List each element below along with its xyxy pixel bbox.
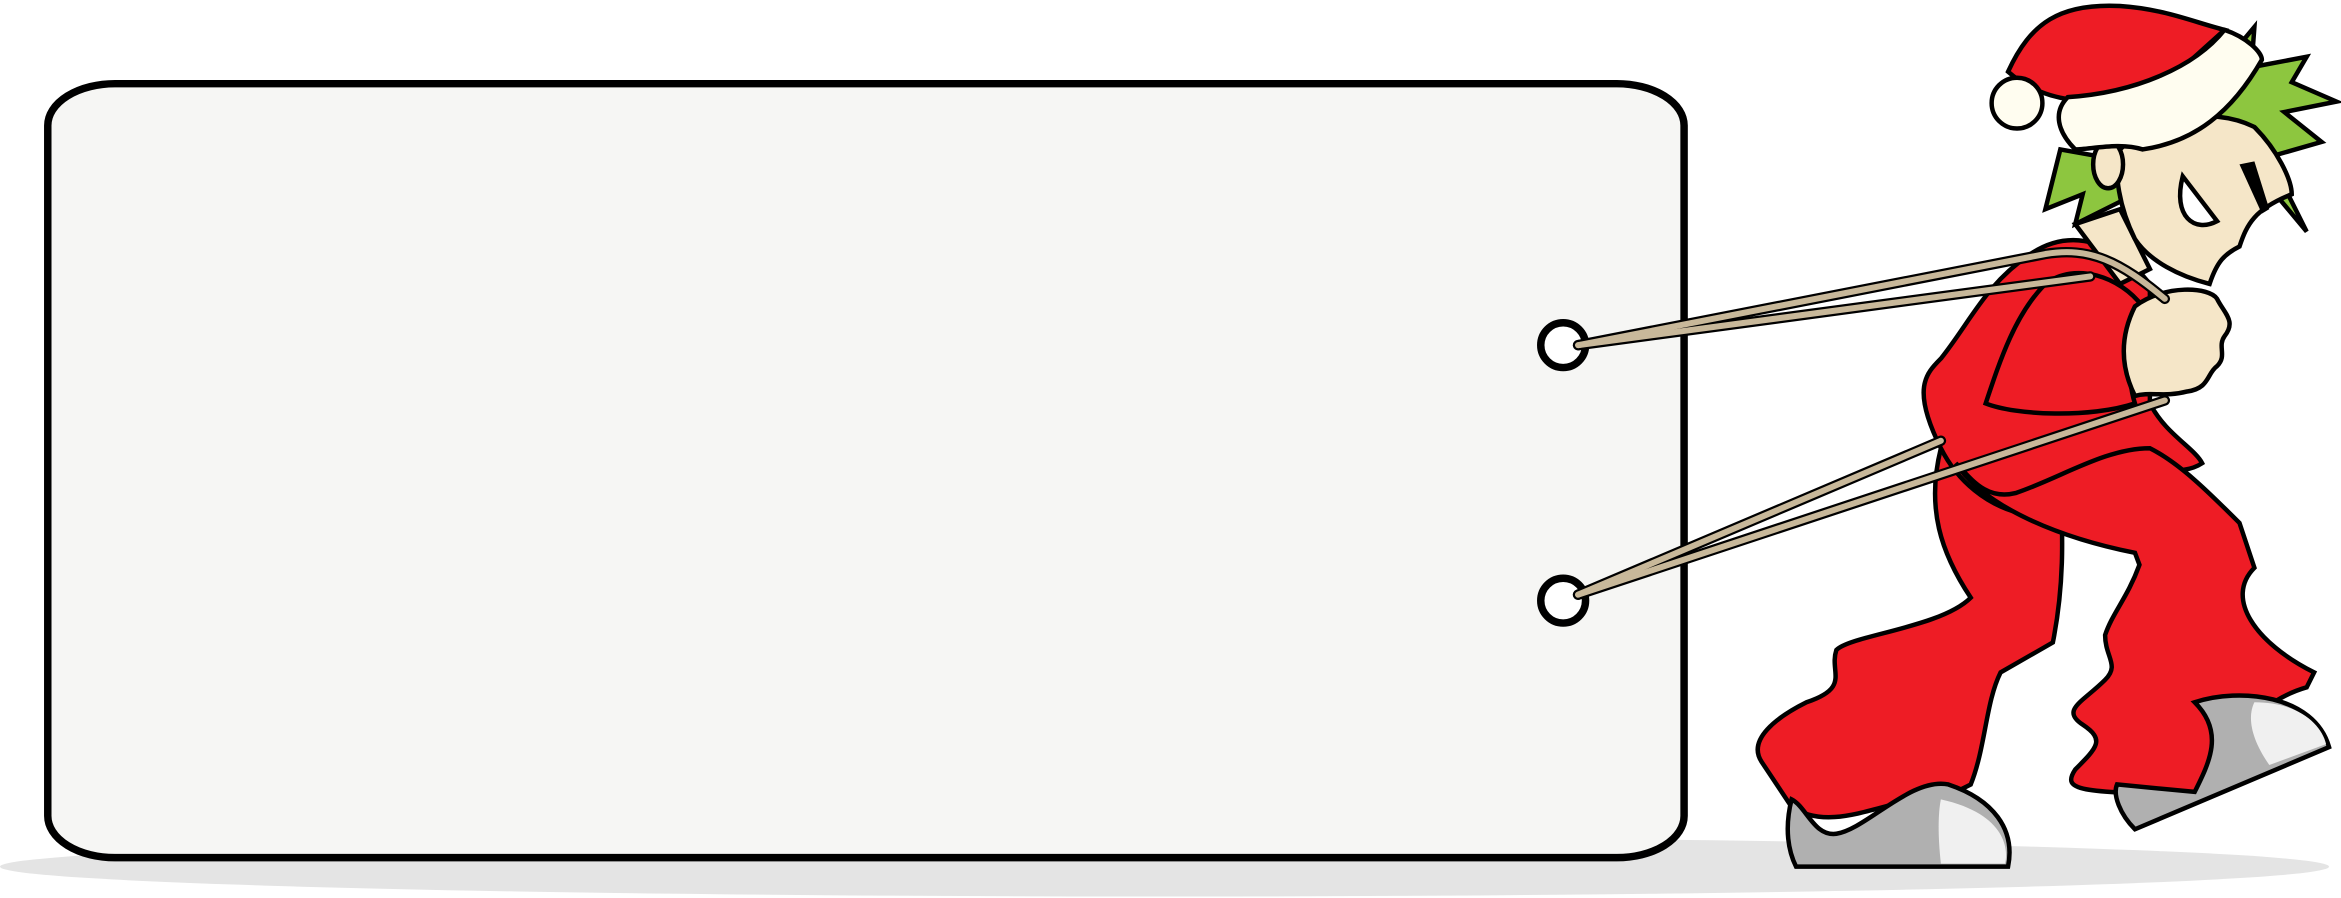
- santa-hat-pompom: [1989, 75, 2045, 131]
- grommet-bottom: [1537, 574, 1590, 627]
- rope-top-inner: [1575, 273, 2094, 349]
- rope-bottom-inner: [1575, 437, 1944, 598]
- back-shoe-toe: [1938, 799, 2007, 864]
- face: [2114, 114, 2294, 287]
- santa-hat-brim: [2056, 27, 2265, 152]
- eyebrow: [2239, 161, 2270, 214]
- rope-top-outer: [1575, 249, 2168, 349]
- hand: [2121, 287, 2232, 399]
- front-shoe-top: [2250, 702, 2327, 766]
- back-leg: [1755, 445, 2065, 820]
- eye: [2177, 171, 2221, 228]
- blank-sign-board: [44, 79, 1688, 862]
- rope-fill: [1575, 249, 2168, 598]
- rope-bottom-outer: [1575, 397, 2168, 598]
- character: [1755, 3, 2341, 869]
